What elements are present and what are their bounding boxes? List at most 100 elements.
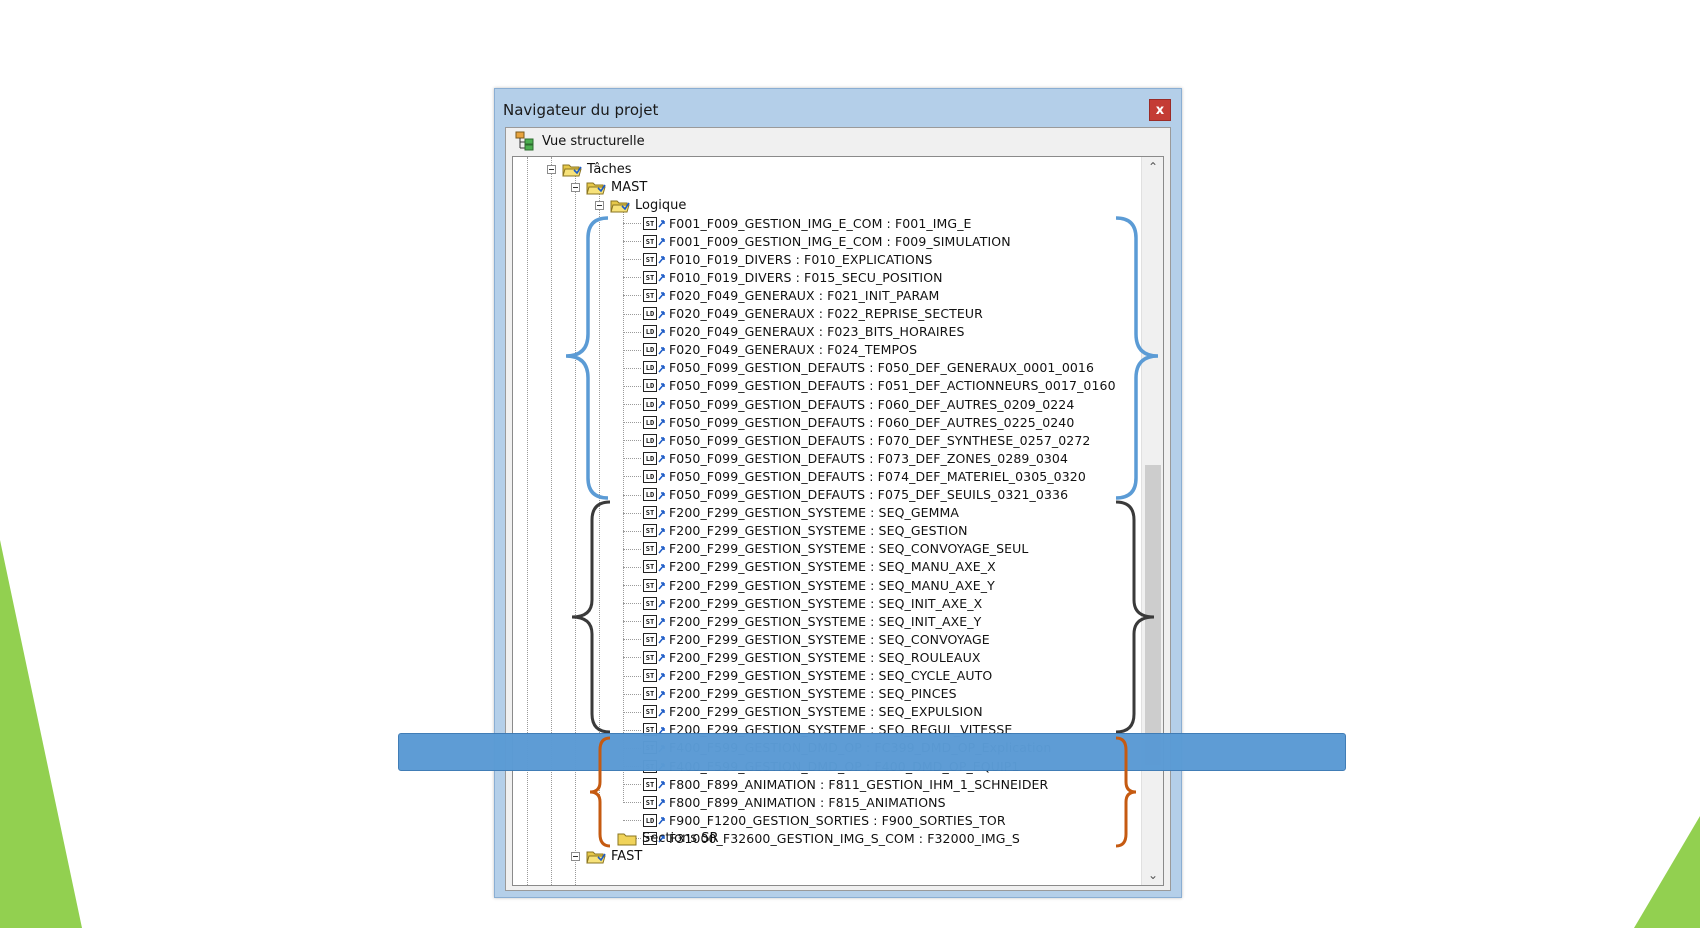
folder-open-icon (610, 200, 630, 212)
section-label: F200_F299_GESTION_SYSTEME : SEQ_CONVOYAG… (669, 631, 990, 647)
section-arrow-icon (658, 672, 665, 680)
collapse-toggle[interactable] (547, 164, 556, 174)
folder-open-icon (586, 182, 606, 194)
scroll-thumb[interactable] (1145, 465, 1161, 765)
scroll-up-arrow-icon[interactable]: ⌃ (1147, 160, 1159, 174)
section-label: F200_F299_GESTION_SYSTEME : SEQ_CYCLE_AU… (669, 668, 993, 683)
tree-guide-line (623, 207, 624, 803)
ld-section-icon: LD (643, 488, 657, 501)
st-section-icon: ST (643, 506, 657, 520)
tree-branch-line (623, 385, 641, 387)
close-button[interactable]: x (1149, 99, 1171, 121)
section-label: F020_F049_GENERAUX : F022_REPRISE_SECTEU… (669, 306, 983, 321)
section-row[interactable]: LD F020_F049_GENERAUX : F023_BITS_HORAIRE… (623, 323, 965, 341)
tree-branch-line (623, 331, 641, 333)
ld-section-icon: LD (643, 813, 657, 827)
tree-node-label: Logique (635, 197, 687, 213)
section-arrow-icon (658, 365, 665, 373)
st-section-icon: ST (643, 777, 657, 791)
section-label: F200_F299_GESTION_SYSTEME : SEQ_GEMMA (669, 505, 960, 521)
section-label: F010_F019_DIVERS : F010_EXPLICATIONS (669, 251, 933, 267)
ld-section-icon: LD (643, 433, 657, 447)
tree-branch-line (623, 277, 641, 279)
st-section-icon: ST (643, 831, 657, 845)
tree-branch-line (623, 476, 641, 478)
tree-node-fast[interactable]: FAST (571, 847, 642, 865)
section-label: F050_F099_GESTION_DEFAUTS : F060_DEF_AUT… (669, 396, 1075, 412)
st-section-icon: ST (643, 596, 657, 610)
section-arrow-icon (658, 455, 665, 463)
section-label: F020_F049_GENERAUX : F023_BITS_HORAIRES (669, 324, 965, 340)
tree-guide-line (527, 157, 528, 885)
tree-branch-line (623, 259, 641, 261)
tree-node-taches[interactable]: Tâches (547, 160, 632, 178)
section-row[interactable]: LD F020_F049_GENERAUX : F022_REPRISE_SECT… (623, 305, 983, 323)
section-row[interactable]: ST F200_F299_GESTION_SYSTEME : SEQ_CONVOY… (623, 630, 990, 648)
tree-guide-line (551, 157, 552, 885)
section-arrow-icon (658, 600, 665, 608)
brace-right-group-3 (1115, 736, 1137, 848)
collapse-toggle[interactable] (595, 200, 604, 210)
section-row[interactable]: LD F050_F099_GESTION_DEFAUTS : F070_DEF_S… (623, 431, 1091, 449)
brace-left-group-1 (565, 216, 609, 500)
section-arrow-icon (658, 346, 665, 355)
tree-guide-line (575, 171, 576, 885)
tree-node-mast[interactable]: MAST (571, 178, 647, 196)
tree-branch-line (623, 585, 641, 586)
tree-branch-line (623, 494, 641, 496)
section-row[interactable]: ST F200_F299_GESTION_SYSTEME : SEQ_GEMMA (623, 504, 960, 522)
vertical-scrollbar[interactable]: ⌃ ⌄ (1141, 157, 1163, 885)
st-section-icon: ST (643, 252, 657, 266)
ld-section-icon: LD (643, 325, 657, 339)
section-arrow-icon (658, 310, 665, 318)
section-arrow-icon (658, 220, 665, 228)
section-arrow-icon (658, 491, 665, 499)
ld-section-icon: LD (643, 343, 657, 357)
brace-left-group-3 (589, 736, 611, 848)
folder-open-icon (562, 164, 582, 176)
collapse-toggle[interactable] (571, 182, 580, 192)
structural-view-icon[interactable] (514, 131, 536, 151)
st-section-icon: ST (643, 632, 657, 646)
scroll-down-arrow-icon[interactable]: ⌄ (1147, 868, 1159, 882)
ld-section-icon: LD (643, 307, 657, 320)
tree-node-sections-sr[interactable]: Sections SR (617, 829, 719, 847)
section-row[interactable]: ST F010_F019_DIVERS : F010_EXPLICATIONS (623, 250, 933, 268)
tree-branch-line (623, 404, 641, 405)
section-label: F050_F099_GESTION_DEFAUTS : F050_DEF_GEN… (669, 360, 1095, 376)
section-label: F001_F009_GESTION_IMG_E_COM : F001_IMG_E (669, 215, 972, 231)
collapse-toggle[interactable] (571, 851, 580, 861)
section-label: F31000_F32600_GESTION_IMG_S_COM : F32000… (669, 830, 1020, 846)
section-arrow-icon (658, 636, 665, 644)
section-label: F200_F299_GESTION_SYSTEME : SEQ_MANU_AXE… (669, 577, 995, 593)
folder-open-icon (586, 851, 606, 863)
section-label: F050_F099_GESTION_DEFAUTS : F070_DEF_SYN… (669, 432, 1091, 448)
tree-node-logique[interactable]: Logique (595, 196, 686, 214)
tree-branch-line (623, 530, 641, 532)
